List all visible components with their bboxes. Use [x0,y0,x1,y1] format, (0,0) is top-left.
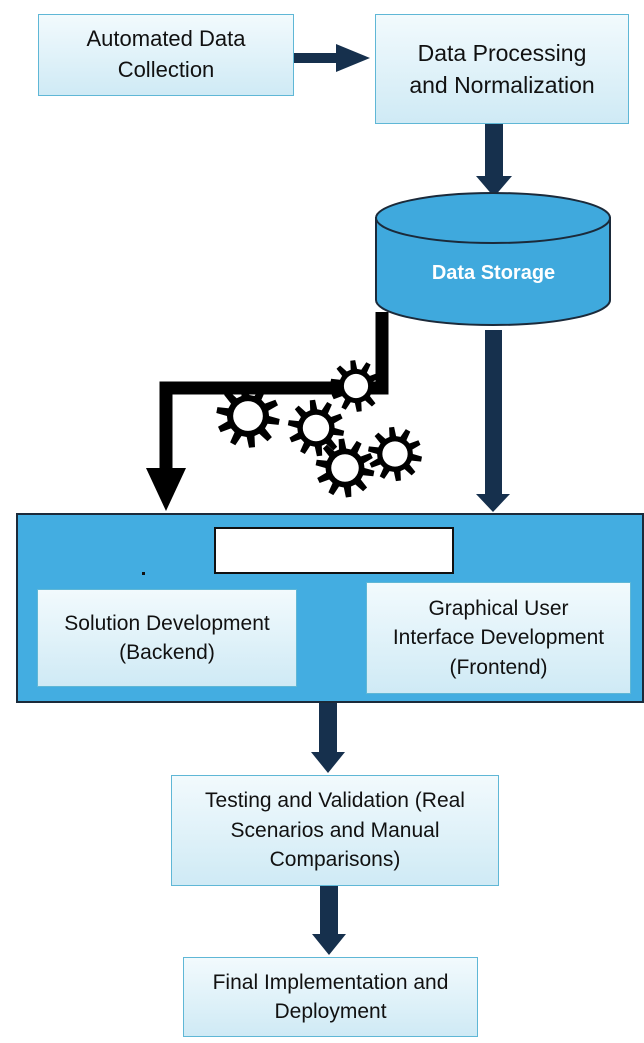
panel-title-box [214,527,454,574]
node-automated-data-collection: Automated Data Collection [38,14,294,96]
node-testing: Testing and Validation (Real Scenarios a… [171,775,499,886]
gears-illustration [216,360,422,498]
arrow-collection-to-processing [294,44,370,72]
node-label: Automated Data Collection [86,26,246,82]
gear-hole [331,454,359,482]
node-label: Testing and Validation (Real Scenarios a… [205,789,465,872]
arrow-storage-to-frontend [476,330,510,512]
node-deployment: Final Implementation and Deployment [183,957,478,1037]
node-frontend: Graphical User Interface Development (Fr… [366,582,631,694]
node-label: Graphical User Interface Development (Fr… [392,596,605,679]
gear-hole [382,441,408,467]
arrow-storage-to-backend [146,312,389,511]
arrow-processing-to-storage [476,124,512,197]
gear-hole [302,414,330,442]
gear-hole [343,373,369,399]
gear-hole [233,401,263,431]
node-label: Solution Development (Backend) [64,611,270,664]
arrow-testing-to-deployment [312,886,346,955]
node-label: Data Processing and Normalization [409,39,595,98]
panel-dot [142,572,145,575]
node-label: Final Implementation and Deployment [212,970,449,1023]
node-data-processing: Data Processing and Normalization [375,14,629,124]
database-icon [375,192,611,326]
node-data-storage-label: Data Storage [431,262,556,284]
node-backend: Solution Development (Backend) [37,589,297,687]
arrow-panel-to-testing [311,703,345,773]
